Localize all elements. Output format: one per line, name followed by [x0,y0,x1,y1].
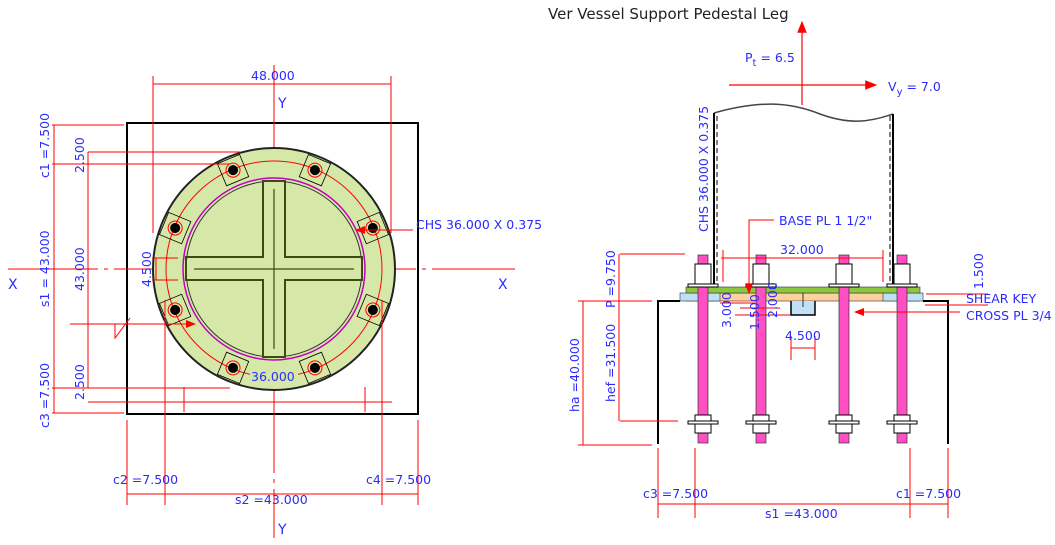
dim-2000: 2.000 [765,282,780,318]
anchor-rod [828,254,860,444]
anchor-bolt [158,293,192,327]
anchor-bolts [158,153,390,385]
load-vy-text: Vy = 7.0 [888,79,941,98]
dim-c3-elev: c3 =7.500 [643,486,708,501]
anchor-rod [745,254,777,444]
callout-chs-elev: CHS 36.000 X 0.375 [696,106,711,232]
axis-x-label-right: X [498,277,508,293]
dim-ha: ha =40.000 [567,338,582,412]
dim-c1: c1 =7.500 [37,113,52,178]
dim-stiffener: 4.500 [139,251,154,287]
anchor-bolt [158,211,192,245]
dim-hef: hef =31.500 [603,324,618,402]
axis-y-label-top: Y [277,96,287,112]
dim-c4: c4 =7.500 [366,472,431,487]
base-plate-elev [685,286,921,294]
anchor-bolt [356,293,390,327]
dim-1500-right: 1.500 [971,253,986,289]
plan-view: X X Y Y 48.000 c1 =7.500 s1 = 43.000 c3 … [8,65,542,538]
dim-inner-43: 43.000 [72,247,87,291]
elevation-view: Ver Vessel Support Pedestal Leg Pt = 6.5… [548,5,1052,521]
dim-c2: c2 =7.500 [113,472,178,487]
dim-pipe-36: 36.000 [251,369,295,384]
dim-32: 32.000 [780,242,824,257]
stiffener-cross [185,180,363,358]
dim-edge-bottom: 2.500 [72,364,87,400]
dim-width-48: 48.000 [251,68,295,83]
axis-y-label-bottom: Y [277,522,287,538]
dim-p: P =9.750 [603,250,618,308]
dim-1500-key: 1.500 [747,294,762,330]
dim-key-width: 4.500 [785,328,821,343]
callout-base-plate: BASE PL 1 1/2" [779,213,872,228]
anchor-bolt [298,351,332,385]
anchor-rod [687,254,719,444]
dim-s1: s1 = 43.000 [37,230,52,307]
anchor-bolt [298,153,332,187]
dim-c3: c3 =7.500 [37,363,52,428]
callout-shear-key: SHEAR KEY [966,291,1037,306]
axis-x-label-left: X [8,277,18,293]
anchor-rod [886,254,918,444]
anchor-bolt [216,351,250,385]
dim-edge-top: 2.500 [72,137,87,173]
dim-s1-elev: s1 =43.000 [765,506,838,521]
dim-3000: 3.000 [719,292,734,328]
pedestal-elev [657,300,949,444]
vessel-column [713,103,894,287]
dim-s2: s2 =43.000 [235,492,308,507]
drawing-title: Ver Vessel Support Pedestal Leg [548,5,789,23]
callout-cross-plate: CROSS PL 3/4 [966,308,1052,323]
anchor-bolts-elev [687,254,918,444]
pipe-outer [182,177,366,361]
callout-chs-plan: CHS 36.000 X 0.375 [416,217,542,232]
load-pt-text: Pt = 6.5 [745,50,795,69]
dim-c1-elev: c1 =7.500 [896,486,961,501]
shear-key [790,301,816,316]
anchor-bolt [216,153,250,187]
